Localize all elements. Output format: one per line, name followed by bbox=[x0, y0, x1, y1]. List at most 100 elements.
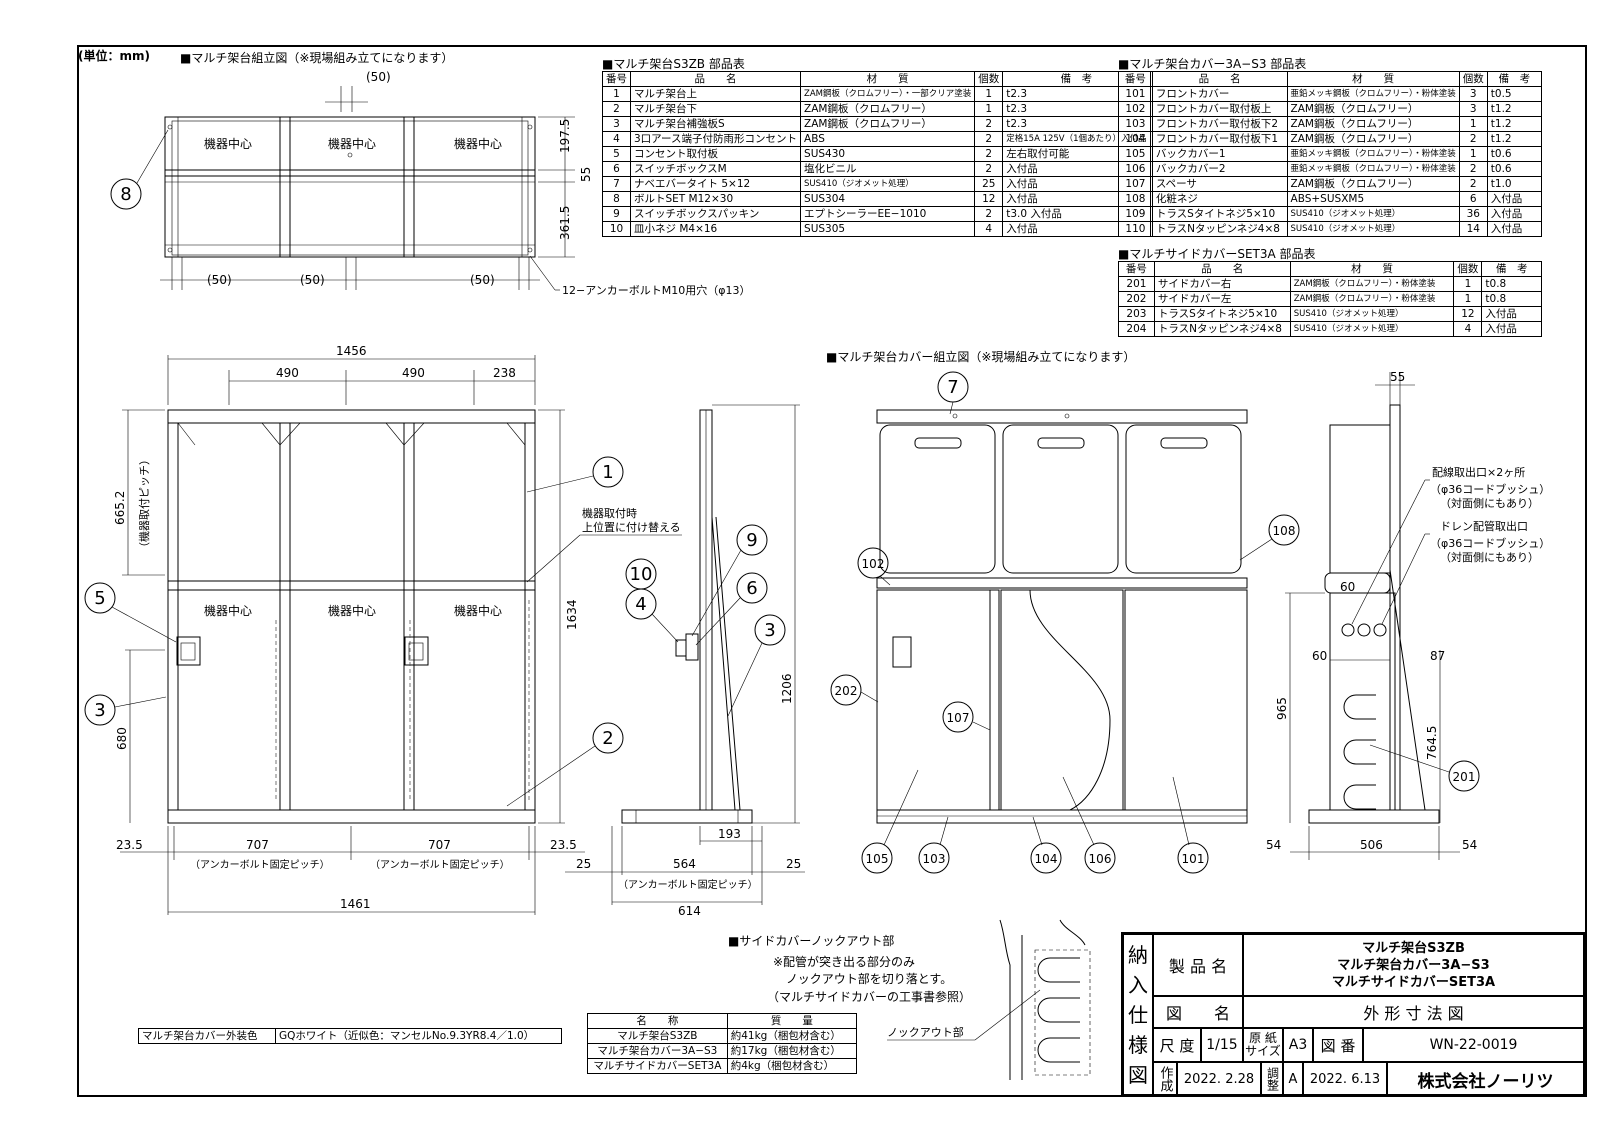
balloon-8: 8 bbox=[120, 184, 131, 205]
table-cell: 2 bbox=[1458, 176, 1488, 192]
top-dim-361: 361.5 bbox=[558, 206, 572, 240]
balloon-7: 7 bbox=[947, 377, 958, 398]
balloon-10: 10 bbox=[630, 564, 653, 585]
column-header: 番号 bbox=[602, 71, 631, 87]
balloon-3: 3 bbox=[94, 700, 105, 721]
top-view: 機器中心 機器中心 機器中心 (50) 197.5 55 361.5 (50) … bbox=[110, 70, 751, 297]
table-cell: 201 bbox=[1118, 276, 1155, 292]
dwg-no: WN-22-0019 bbox=[1363, 1028, 1584, 1062]
paper-label: 原 紙 サイズ bbox=[1243, 1028, 1283, 1062]
table-cell: t1.2 bbox=[1486, 116, 1543, 132]
knockout-title: ■サイドカバーノックアウト部 bbox=[728, 933, 894, 948]
cover-balloons: 7 102 202 107 105 103 104 106 101 108 bbox=[830, 371, 1300, 874]
table-cell: 4 bbox=[974, 221, 1004, 237]
mount-pitch: （機器取付ピッチ） bbox=[137, 454, 151, 553]
company: 株式会社ノーリツ bbox=[1387, 1062, 1584, 1096]
table-cell: 1 bbox=[602, 86, 631, 102]
table-cell: 3 bbox=[1458, 86, 1488, 102]
balloon-3-side: 3 bbox=[764, 620, 775, 641]
table-cell: 107 bbox=[1118, 176, 1153, 192]
table-cell: トラスNタッピンネジ4×8 bbox=[1153, 321, 1291, 337]
table-cell: t2.3 bbox=[1002, 101, 1151, 117]
table-cell: フロントカバー取付板下1 bbox=[1151, 131, 1288, 147]
balloon-5: 5 bbox=[94, 588, 105, 609]
knockout-note-1: ※配管が突き出る部分のみ bbox=[773, 954, 915, 969]
table-cell: ボルトSET M12×30 bbox=[629, 191, 802, 207]
balloon-4: 4 bbox=[635, 594, 646, 615]
table-cell: 1 bbox=[1453, 291, 1483, 307]
cover-dim-87: 87 bbox=[1430, 649, 1445, 663]
top-dim-50-top: (50) bbox=[366, 70, 391, 84]
parts-cover-title: ■マルチ架台カバー3A−S3 部品表 bbox=[1118, 57, 1307, 71]
table-cell: 3口アース端子付防雨形コンセント bbox=[629, 131, 802, 147]
table-cell: 左右取付可能 bbox=[1002, 146, 1151, 162]
knockout-label: ノックアウト部 bbox=[887, 1025, 964, 1039]
cover-dim-764: 764.5 bbox=[1425, 726, 1439, 760]
wire-outlet: 配線取出口×2ヶ所 bbox=[1432, 465, 1525, 479]
table-cell: SUS410（ジオメット処理） bbox=[800, 176, 976, 192]
color-label: マルチ架台カバー外装色 bbox=[138, 1028, 276, 1044]
top-device-center-3: 機器中心 bbox=[454, 136, 502, 151]
product-names: マルチ架台S3ZB マルチ架台カバー3A−S3 マルチサイドカバーSET3A bbox=[1243, 934, 1584, 996]
table-cell: ZAM鋼板（クロムフリー）・粉体塗装 bbox=[1289, 291, 1455, 307]
table-cell: 103 bbox=[1118, 116, 1153, 132]
table-cell: マルチサイドカバーSET3A bbox=[587, 1058, 728, 1074]
table-cell: フロントカバー bbox=[1151, 86, 1288, 102]
color-table: マルチ架台カバー外装色 GQホワイト（近似色：マンセルNo.9.3YR8.4／1… bbox=[138, 1028, 562, 1044]
table-cell: t1.2 bbox=[1486, 131, 1543, 147]
table-cell: 亜鉛メッキ鋼板（クロムフリー）・粉体塗装 bbox=[1286, 146, 1460, 162]
column-header: 個数 bbox=[1458, 71, 1488, 87]
table-cell: スペーサ bbox=[1151, 176, 1288, 192]
cover-dim-55: 55 bbox=[1390, 370, 1405, 384]
table-cell: バックカバー1 bbox=[1151, 146, 1288, 162]
top-dim-197: 197.5 bbox=[558, 119, 572, 153]
table-cell: ナベエバータイト 5×12 bbox=[629, 176, 802, 192]
table-header-row: 番号品 名材 質個数備 考 bbox=[1118, 71, 1543, 87]
table-cell: 1 bbox=[1458, 146, 1488, 162]
table-header-row: 番号品 名材 質個数備 考 bbox=[1118, 261, 1542, 277]
top-dim-55: 55 bbox=[579, 167, 593, 182]
dim-707-b: 707 bbox=[428, 838, 451, 852]
spec-char: 様 bbox=[1128, 1033, 1148, 1057]
balloon-101: 101 bbox=[1182, 852, 1205, 866]
table-cell: サイドカバー右 bbox=[1153, 276, 1291, 292]
table-cell: ZAM鋼板（クロムフリー）・粉体塗装 bbox=[1289, 276, 1455, 292]
front-view: 機器中心 機器中心 機器中心 1456 490 490 238 665.2 （機… bbox=[84, 344, 682, 915]
cover-dim-60-top: 60 bbox=[1340, 580, 1355, 594]
made-date: 2022. 2.28 bbox=[1177, 1062, 1261, 1096]
balloon-107: 107 bbox=[947, 711, 970, 725]
dim-614: 614 bbox=[678, 904, 701, 918]
dim-665: 665.2 bbox=[113, 491, 127, 525]
table-cell: ZAM鋼板（クロムフリー）・一部クリア塗装 bbox=[800, 86, 976, 102]
table-cell: 1 bbox=[974, 86, 1004, 102]
spec-char: 納 bbox=[1128, 943, 1148, 967]
dim-1461: 1461 bbox=[340, 897, 371, 911]
table-cell: トラスNタッピンネジ4×8 bbox=[1151, 221, 1288, 237]
table-cell: t0.8 bbox=[1481, 276, 1542, 292]
cover-dim-54-left: 54 bbox=[1266, 838, 1281, 852]
spec-char: 図 bbox=[1128, 1063, 1148, 1087]
product-label: 製 品 名 bbox=[1153, 934, 1243, 996]
cover-view-title: ■マルチ架台カバー組立図（※現場組み立てになります） bbox=[826, 349, 1135, 364]
table-cell: t0.6 bbox=[1486, 146, 1543, 162]
side-view: 1206 564 25 25 193 （アンカーボルト固定ピッチ） 614 9 … bbox=[565, 404, 805, 918]
table-cell: t0.6 bbox=[1486, 161, 1543, 177]
top-device-center-2: 機器中心 bbox=[328, 136, 376, 151]
table-cell: 約4kg（梱包材含む） bbox=[726, 1058, 858, 1074]
table-cell: 12 bbox=[974, 191, 1004, 207]
cover-dim-60-mid: 60 bbox=[1312, 649, 1327, 663]
front-device-center-1: 機器中心 bbox=[204, 603, 252, 618]
table-cell: 3 bbox=[602, 116, 631, 132]
column-header: 備 考 bbox=[1486, 71, 1543, 87]
dim-193: 193 bbox=[718, 827, 741, 841]
column-header: 材 質 bbox=[800, 71, 976, 87]
